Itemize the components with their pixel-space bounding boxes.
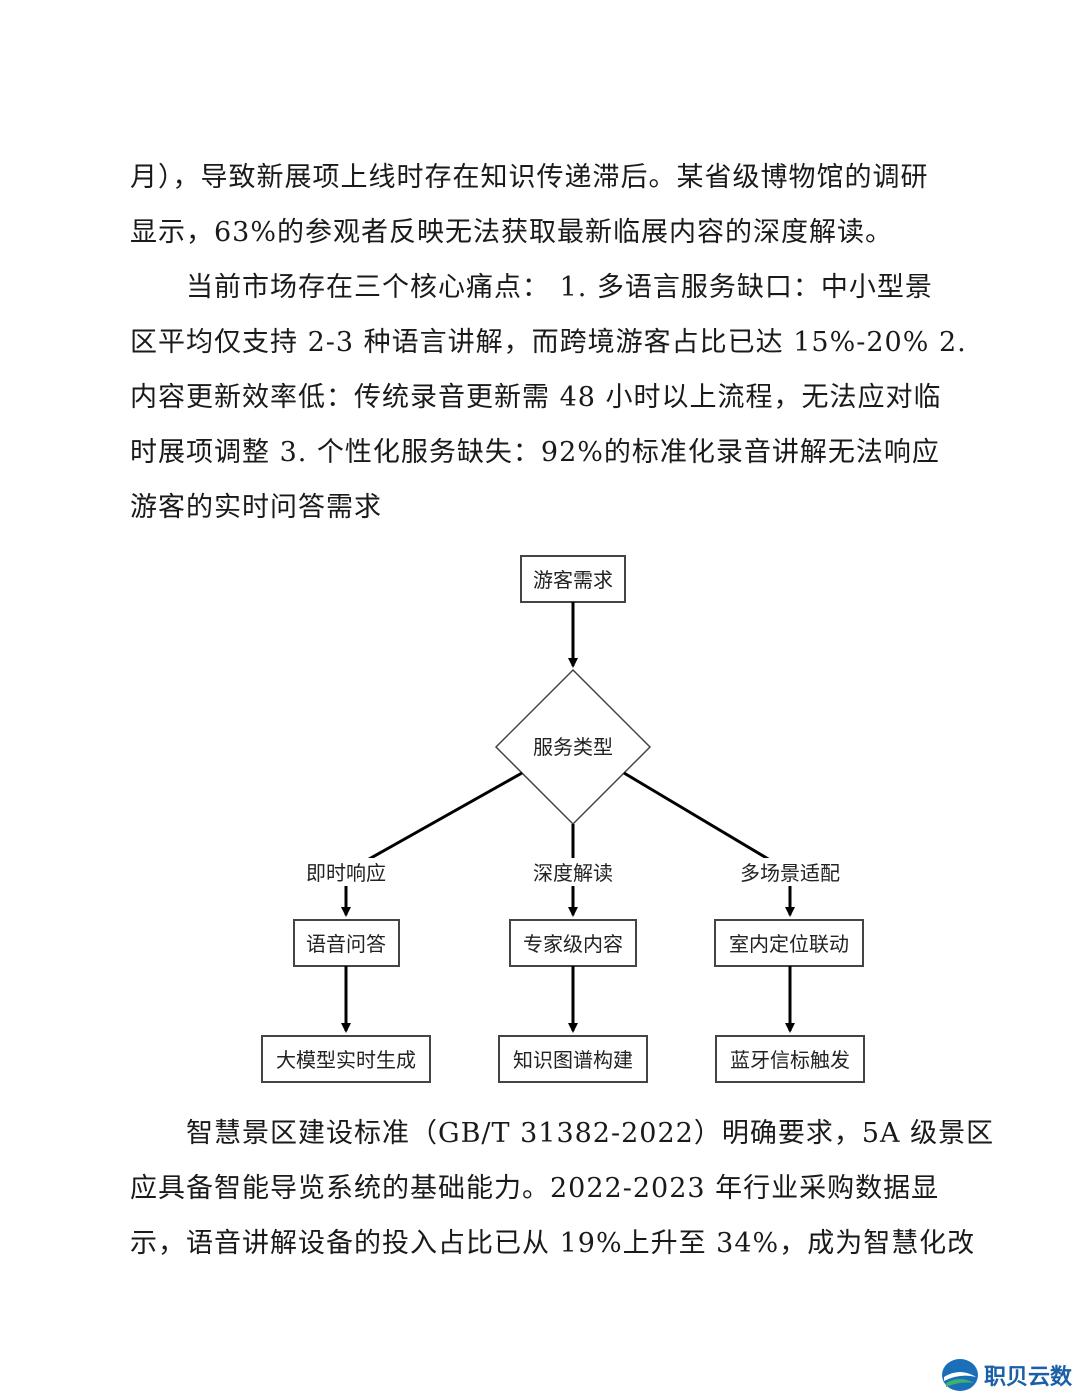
node-llm-generation-label: 大模型实时生成 [276, 1048, 416, 1072]
text-line: 当前市场存在三个核心痛点： 1. 多语言服务缺口：中小型景 [186, 272, 933, 303]
node-visitor-demand-label: 游客需求 [533, 568, 613, 592]
paragraph-pain-points: 当前市场存在三个核心痛点： 1. 多语言服务缺口：中小型景 区平均仅支持 2-3… [130, 260, 967, 535]
text-line: 区平均仅支持 2-3 种语言讲解，而跨境游客占比已达 15%-20% 2. [130, 327, 967, 358]
node-voice-qa-label: 语音问答 [306, 932, 386, 956]
node-visitor-demand [520, 555, 626, 603]
text-line: 智慧景区建设标准（GB/T 31382-2022）明确要求，5A 级景区 [186, 1118, 995, 1149]
text-line: 示，语音讲解设备的投入占比已从 19%上升至 34%，成为智慧化改 [130, 1228, 976, 1259]
text-line: 显示，63%的参观者反映无法获取最新临展内容的深度解读。 [130, 217, 894, 248]
text-line: 应具备智能导览系统的基础能力。2022-2023 年行业采购数据显 [130, 1173, 940, 1204]
node-indoor-positioning-label: 室内定位联动 [729, 932, 849, 956]
text-line: 时展项调整 3. 个性化服务缺失：92%的标准化录音讲解无法响应 [130, 437, 940, 468]
text-line: 月），导致新展项上线时存在知识传递滞后。某省级博物馆的调研 [130, 162, 929, 193]
paragraph-standard: 智慧景区建设标准（GB/T 31382-2022）明确要求，5A 级景区 应具备… [130, 1106, 995, 1271]
node-bluetooth-beacon-label: 蓝牙信标触发 [730, 1048, 850, 1072]
node-expert-content-label: 专家级内容 [523, 932, 623, 956]
logo-text: 职贝云数 [983, 1365, 1072, 1390]
node-expert-content [509, 919, 637, 967]
branch-label-multi-scene: 多场景适配 [740, 861, 840, 885]
paragraph-intro: 月），导致新展项上线时存在知识传递滞后。某省级博物馆的调研 显示，63%的参观者… [130, 150, 950, 260]
branch-line-left [345, 771, 523, 874]
node-knowledge-graph-label: 知识图谱构建 [513, 1048, 633, 1072]
branch-line-right [623, 771, 791, 874]
node-llm-generation [261, 1035, 431, 1083]
flowchart: 游客需求 服务类型 即时响应 深度解读 多场景适配 语音问答 专家级内容 室内定… [261, 555, 865, 1083]
node-bluetooth-beacon [715, 1035, 865, 1083]
node-knowledge-graph [498, 1035, 648, 1083]
text-line: 内容更新效率低：传统录音更新需 48 小时以上流程，无法应对临 [130, 382, 942, 413]
node-indoor-positioning [714, 919, 864, 967]
brand-logo: 职贝云数 [940, 1357, 1072, 1393]
branch-label-deep: 深度解读 [533, 861, 613, 885]
branch-label-instant: 即时响应 [306, 861, 386, 885]
logo-icon [941, 1359, 978, 1391]
node-service-type-label: 服务类型 [533, 735, 613, 759]
text-line: 游客的实时问答需求 [130, 492, 382, 523]
